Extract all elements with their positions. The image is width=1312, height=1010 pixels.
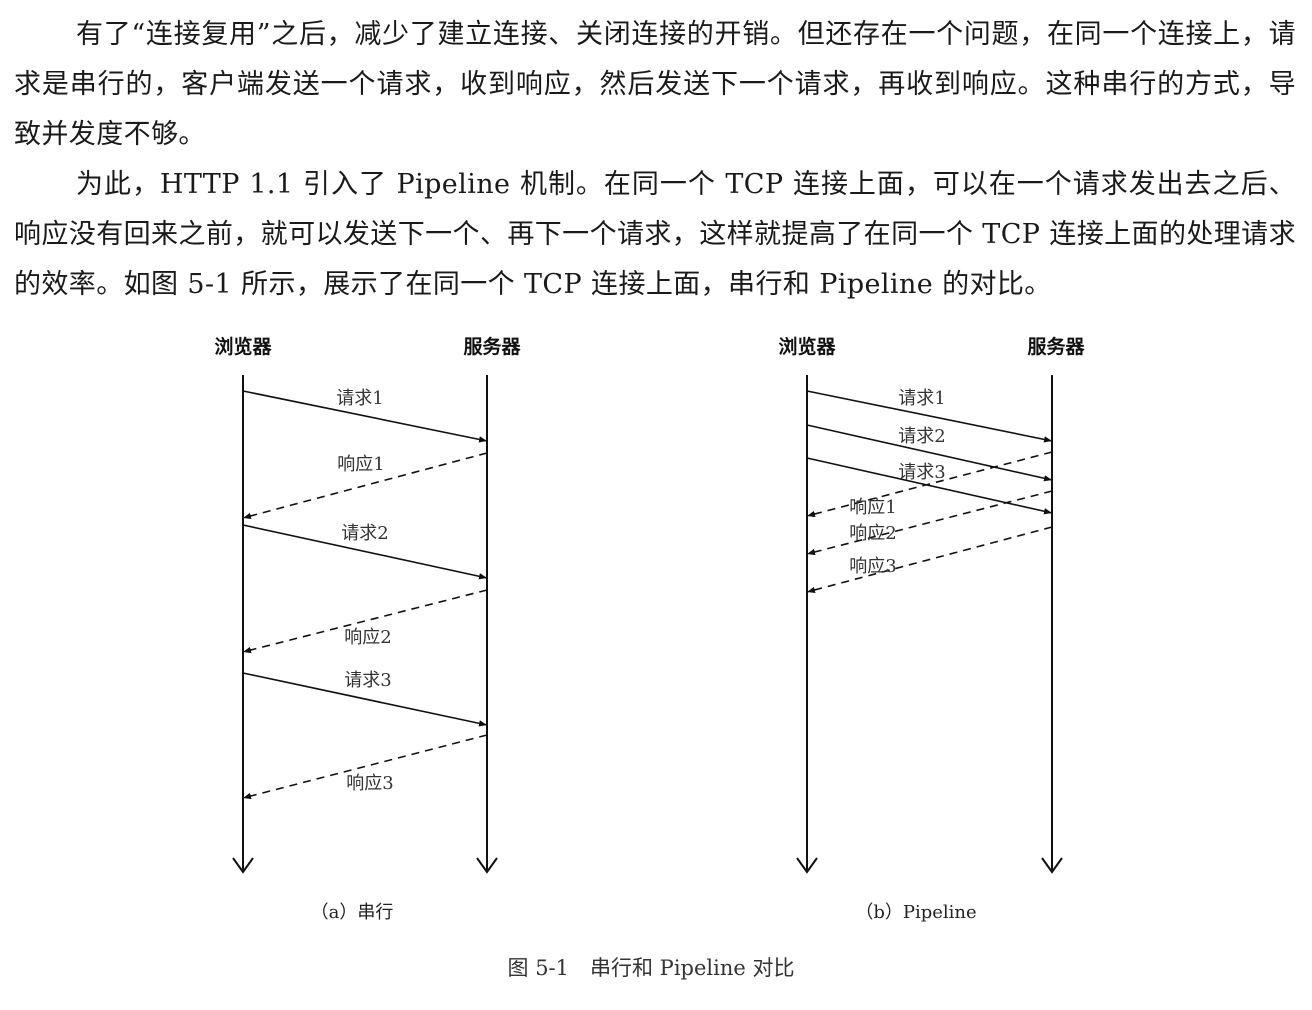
- request-1-arrow: [242, 390, 488, 443]
- subcaption-pipeline: （b）Pipeline: [855, 902, 976, 923]
- figure-serial-vs-pipeline: 浏览器 服务器 请求1 响应1 请求2 响应2 请求3 响应3 （a）串行 浏览…: [214, 335, 1085, 980]
- server-label: 服务器: [463, 335, 521, 358]
- server-label: 服务器: [1027, 335, 1085, 358]
- request-2-arrow: [242, 524, 488, 580]
- response-2-arrow: [806, 490, 1053, 556]
- response-2-label: 响应2: [849, 523, 896, 544]
- figure-caption: 图 5-1 串行和 Pipeline 对比: [508, 956, 795, 980]
- request-1-label: 请求1: [898, 388, 945, 409]
- request-1-arrow: [806, 390, 1053, 443]
- browser-label: 浏览器: [778, 335, 836, 358]
- subcaption-serial: （a）串行: [311, 902, 394, 923]
- response-3-arrow: [242, 734, 488, 800]
- response-1-arrow: [242, 452, 488, 520]
- response-1-label: 响应1: [337, 454, 384, 475]
- request-2-label: 请求2: [898, 426, 945, 447]
- request-3-label: 请求3: [898, 462, 945, 483]
- request-2-arrow: [806, 424, 1053, 482]
- browser-label: 浏览器: [214, 335, 272, 358]
- request-3-arrow: [242, 672, 488, 727]
- panel-pipeline: 浏览器 服务器 请求1 请求2 请求3 响应1 响应2 响应3 （b）Pipel…: [778, 335, 1085, 923]
- request-2-label: 请求2: [341, 523, 388, 544]
- response-2-label: 响应2: [344, 627, 391, 648]
- response-1-arrow: [806, 451, 1053, 518]
- browser-timeline-arrowhead: [232, 857, 254, 874]
- response-1-label: 响应1: [849, 497, 896, 518]
- response-3-label: 响应3: [346, 773, 393, 794]
- request-3-arrow: [806, 457, 1053, 515]
- panel-serial: 浏览器 服务器 请求1 响应1 请求2 响应2 请求3 响应3 （a）串行: [214, 335, 521, 923]
- browser-timeline-arrowhead: [796, 857, 818, 874]
- response-3-label: 响应3: [849, 556, 896, 577]
- request-3-label: 请求3: [344, 670, 391, 691]
- server-timeline-arrowhead: [1041, 857, 1063, 874]
- paragraph-connection-reuse: 有了“连接复用”之后，减少了建立连接、关闭连接的开销。但还存在一个问题，在同一个…: [14, 19, 1296, 150]
- server-timeline-arrowhead: [476, 857, 498, 874]
- request-1-label: 请求1: [336, 388, 383, 409]
- paragraph-pipeline-intro: 为此，HTTP 1.1 引入了 Pipeline 机制。在同一个 TCP 连接上…: [14, 169, 1296, 300]
- response-3-arrow: [806, 526, 1053, 594]
